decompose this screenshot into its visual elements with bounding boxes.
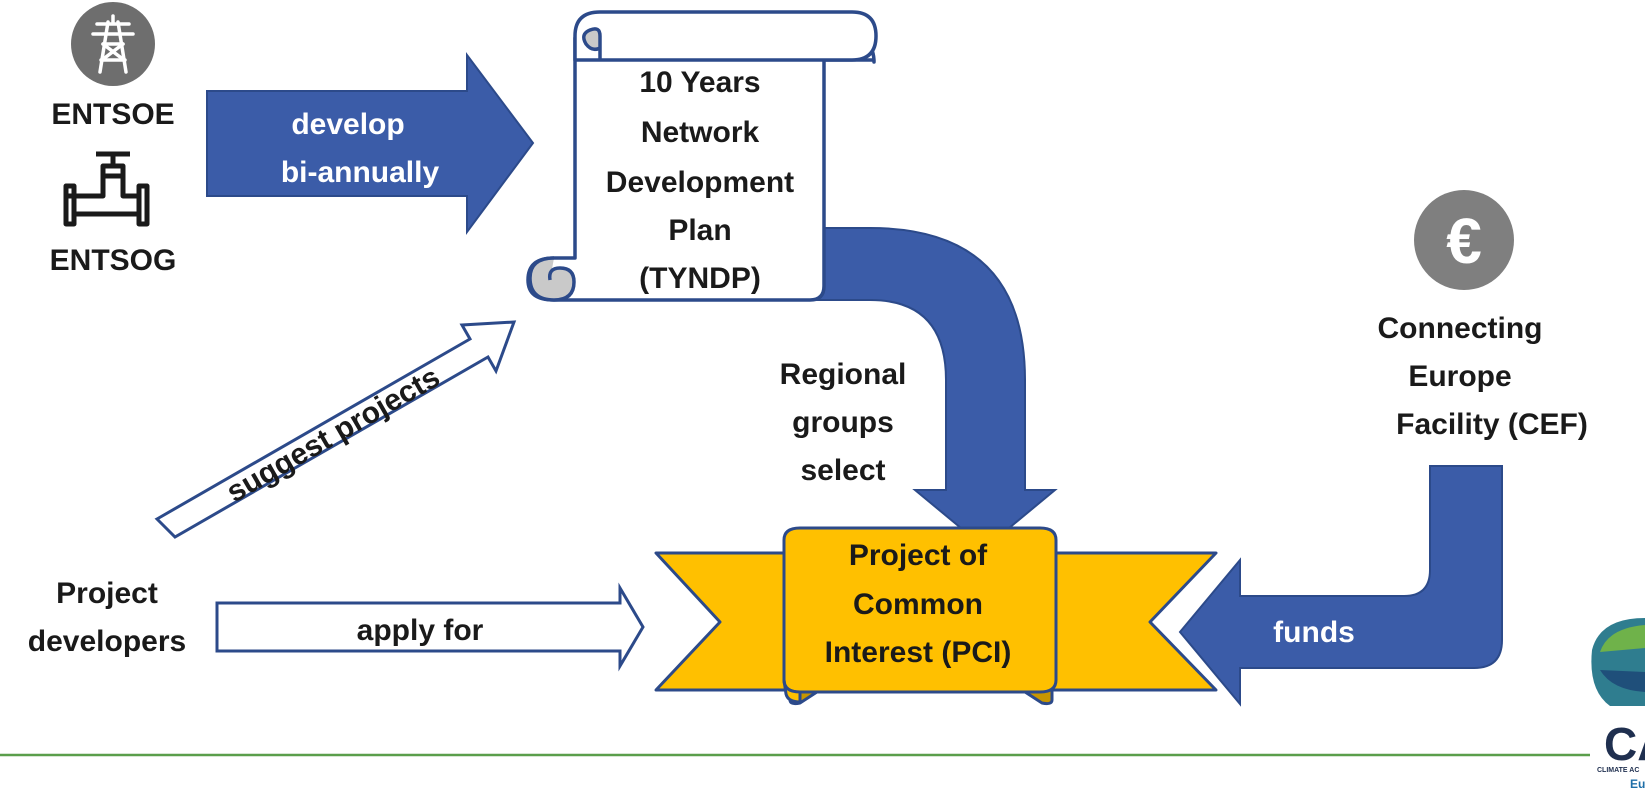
develop-label-1: develop <box>291 108 404 141</box>
logo-tagline: CLIMATE AC <box>1597 767 1639 774</box>
pci-line-3: Interest (PCI) <box>825 636 1012 669</box>
apply-arrow <box>215 582 645 672</box>
pci-line-1: Project of <box>849 539 988 572</box>
tyndp-line-4: Plan <box>668 214 731 247</box>
regional-label-2: groups <box>792 406 894 439</box>
tyndp-line-5: (TYNDP) <box>639 262 761 295</box>
cef-line-2: Europe <box>1408 360 1511 393</box>
tyndp-scroll <box>526 10 878 302</box>
tyndp-line-1: 10 Years <box>639 66 760 99</box>
funds-arrow <box>1178 465 1503 707</box>
funds-label: funds <box>1273 616 1355 649</box>
develop-arrow <box>206 52 535 236</box>
logo-sub: Eu <box>1630 777 1645 791</box>
regional-select-arrow <box>794 227 1058 550</box>
tyndp-line-2: Network <box>641 116 760 149</box>
tyndp-line-3: Development <box>606 166 794 199</box>
euro-symbol: € <box>1446 205 1482 277</box>
pci-ribbon <box>654 526 1218 706</box>
power-pylon-icon <box>71 2 155 86</box>
cef-line-1: Connecting <box>1378 312 1543 345</box>
suggest-arrow <box>154 320 517 539</box>
cef-line-3: Facility (CEF) <box>1396 408 1588 441</box>
apply-label: apply for <box>357 614 484 647</box>
develop-label-2: bi-annually <box>281 156 440 189</box>
pci-line-2: Common <box>853 588 983 621</box>
entsog-label: ENTSOG <box>50 244 177 277</box>
suggest-label: suggest projects <box>221 360 445 509</box>
regional-label-1: Regional <box>780 358 907 391</box>
gas-pipe-icon <box>63 151 150 227</box>
euro-icon: € <box>1414 190 1514 290</box>
developers-label-2: developers <box>28 625 186 658</box>
ca-logo: CA CLIMATE AC Eu <box>1591 618 1645 791</box>
developers-label-1: Project <box>56 577 158 610</box>
regional-label-3: select <box>800 454 885 487</box>
entsoe-label: ENTSOE <box>51 98 174 131</box>
logo-letters: CA <box>1604 718 1645 770</box>
